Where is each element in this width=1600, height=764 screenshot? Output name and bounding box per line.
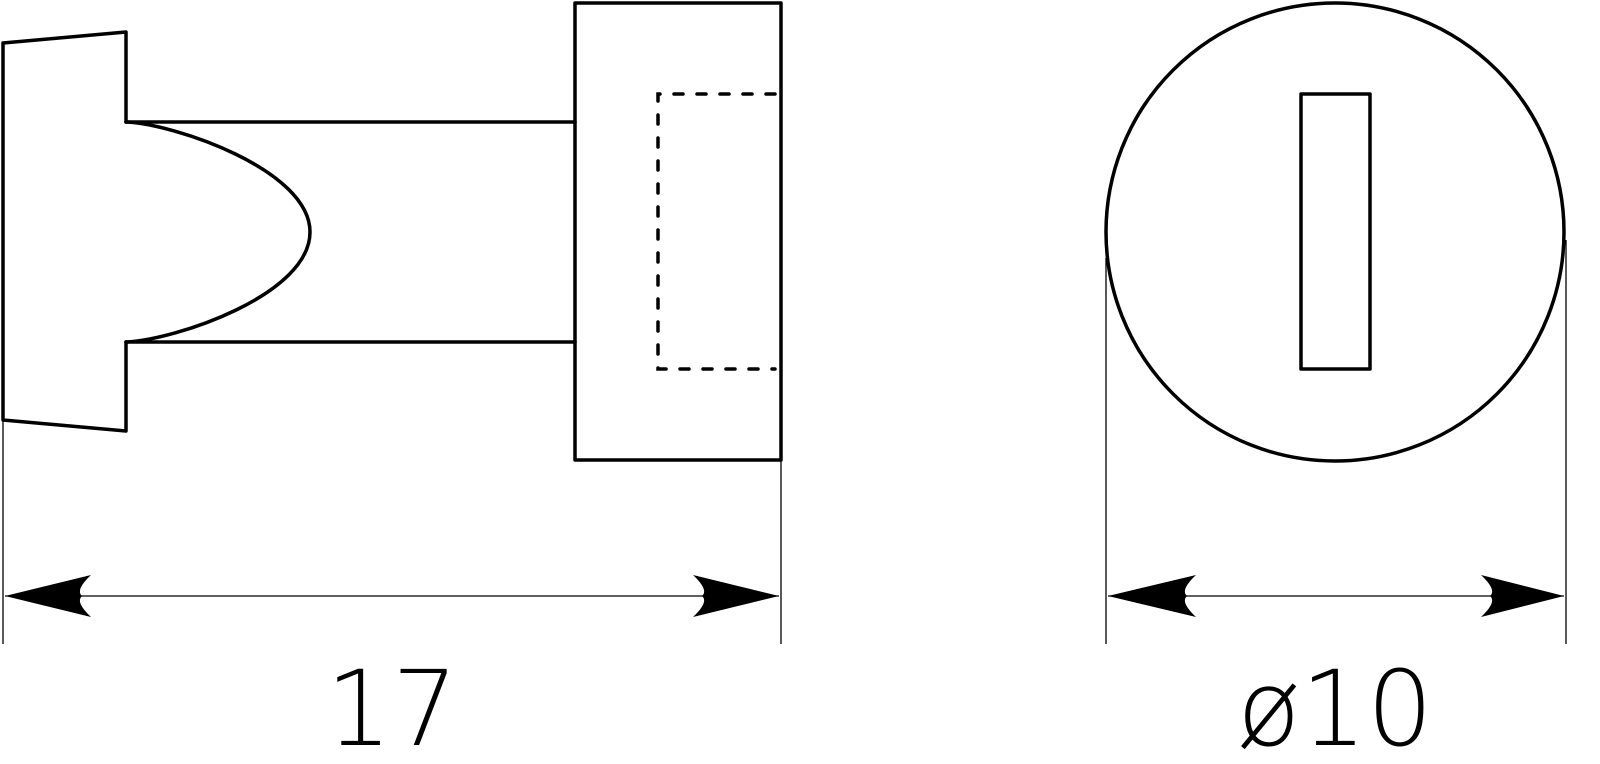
cap-body xyxy=(573,1,783,462)
arrowhead-left xyxy=(5,575,91,617)
head-outline xyxy=(1,30,128,433)
arrowhead-right xyxy=(693,575,779,617)
head-curve xyxy=(124,120,312,344)
cap-circle xyxy=(1104,1,1566,463)
hidden-cavity-outline xyxy=(656,92,777,371)
diameter-dimension-label: ø10 xyxy=(1237,648,1433,764)
arrowhead-left xyxy=(1108,575,1196,617)
end-view: ø10 xyxy=(1104,1,1567,764)
side-view: 17 xyxy=(1,1,783,764)
arrowhead-right xyxy=(1481,575,1564,617)
slot xyxy=(1299,92,1372,371)
length-dimension-label: 17 xyxy=(326,648,458,764)
